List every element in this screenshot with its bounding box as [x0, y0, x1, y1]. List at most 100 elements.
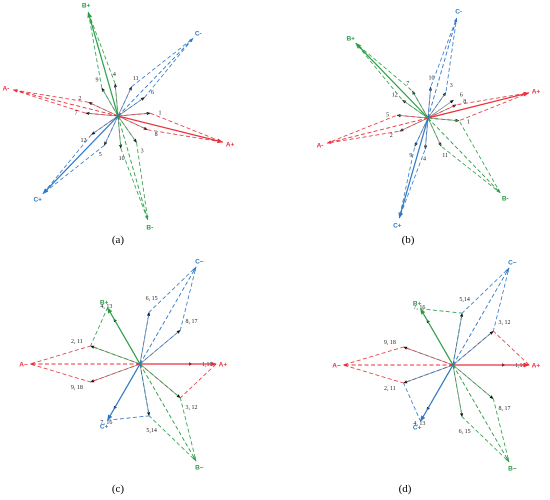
phase-C-dashed-path — [139, 266, 197, 365]
caption-d: (d) — [399, 483, 412, 495]
slot-label-7: 7 — [75, 110, 78, 116]
slot-label-6: 6, 15 — [146, 296, 158, 302]
phase-A-dashed-path — [139, 363, 217, 399]
phase-B-dashed-path — [355, 42, 429, 119]
phase-label-B: B- — [146, 225, 153, 232]
phase-label-B: B+ — [346, 35, 355, 42]
slot-label-8: 8 — [155, 132, 158, 138]
phase-B-dashed-path — [355, 42, 429, 119]
phase-resultant-B-minus — [117, 115, 149, 221]
phase-B-dashed-path — [452, 364, 510, 463]
caption-a: (a) — [112, 234, 125, 246]
phase-C-dashed-path — [427, 17, 458, 119]
slot-label-1: 1,10 — [202, 362, 213, 368]
phase-label-A: A+ — [226, 141, 235, 148]
phase-resultant-C-plus — [107, 363, 141, 421]
phase-resultant-A-plus — [427, 91, 530, 119]
phase-resultant-B-plus — [355, 42, 429, 119]
phase-label-C: C− — [195, 259, 204, 266]
slot-label-5: 5,14 — [459, 297, 470, 303]
phase-resultant-A-minus — [326, 117, 429, 144]
phase-C-dashed-path — [427, 17, 458, 119]
slot-label-10: 10 — [119, 156, 125, 162]
phase-label-A: A+ — [532, 363, 541, 370]
slot-label-1: 1,10 — [515, 363, 526, 369]
slot-label-3: 3, 12 — [185, 405, 197, 411]
phase-B-dashed-path — [427, 117, 501, 194]
phase-A-dashed-path — [343, 346, 454, 366]
phase-resultant-B-plus — [420, 308, 454, 366]
panel-d: 1,102, 113, 124, 135,146, 157, 168, 179,… — [332, 260, 540, 473]
phase-label-A: A− — [19, 362, 28, 369]
slot-label-6: 6 — [460, 93, 463, 99]
phase-A-dashed-path — [427, 92, 529, 119]
phase-A-dashed-path — [30, 363, 141, 383]
phase-resultant-B-minus — [427, 117, 501, 194]
slot-label-1: 1 — [158, 110, 161, 116]
phase-label-A: A+ — [532, 89, 541, 96]
slot-label-7: 7 — [406, 81, 409, 87]
slot-vector-6 — [427, 99, 454, 119]
slot-label-6: 6, 15 — [459, 429, 471, 435]
slot-label-6: 6 — [151, 90, 154, 96]
slot-label-8: 8 — [463, 99, 466, 105]
phase-resultant-C-minus — [452, 267, 510, 366]
phase-label-C: C− — [508, 260, 517, 267]
slot-label-8: 8, 17 — [498, 406, 510, 412]
slot-label-2: 2, 11 — [71, 339, 83, 345]
slot-label-9: 9, 18 — [71, 385, 83, 391]
phase-A-dashed-path — [326, 114, 429, 144]
phase-A-dashed-path — [343, 364, 454, 384]
slot-label-3: 3 — [450, 83, 453, 89]
slot-label-11: 11 — [133, 76, 139, 82]
phase-C-dashed-path — [402, 364, 454, 422]
slot-label-2: 2, 11 — [384, 386, 396, 392]
phase-resultant-C-minus — [117, 37, 194, 117]
phase-label-C: C- — [195, 30, 202, 37]
phase-resultant-C-plus — [398, 117, 429, 219]
phase-label-C: C+ — [413, 425, 422, 432]
slot-label-4: 4, 13 — [100, 304, 112, 310]
phase-resultant-C-minus — [427, 17, 458, 119]
slot-label-4: 4, 13 — [413, 421, 425, 427]
slot-label-8: 8, 17 — [185, 319, 197, 325]
slot-label-3: 3, 12 — [498, 320, 510, 326]
slot-label-5: 5,14 — [146, 428, 157, 434]
phase-C-dashed-path — [452, 267, 510, 366]
phase-B-dashed-path — [427, 117, 501, 194]
slot-label-9: 9 — [95, 78, 98, 84]
phase-resultant-C-minus — [139, 266, 197, 365]
panel-c: 1,10 2, 11 3, 12 4, 13 5,14 6, 15 7, 16 8, 17 9,… — [19, 259, 227, 472]
slot-label-12: 12 — [80, 138, 86, 144]
phase-label-C: C+ — [393, 222, 402, 229]
phase-B-dashed-path — [452, 364, 510, 463]
caption-b: (b) — [402, 234, 415, 246]
slot-label-12: 12 — [392, 93, 398, 99]
phase-B-dashed-path — [89, 307, 141, 365]
slot-label-3: 3 — [141, 149, 144, 155]
phase-C-dashed-path — [139, 266, 197, 365]
phase-resultant-B-plus — [87, 11, 119, 117]
slot-label-4: 4 — [113, 72, 116, 78]
phase-A-dashed-path — [30, 345, 141, 365]
phase-resultant-A-plus — [117, 115, 224, 144]
phase-B-dashed-path — [420, 308, 463, 366]
phase-label-C: C- — [455, 9, 462, 16]
slot-label-5: 5 — [386, 112, 389, 118]
slot-label-7: 7, 16 — [100, 420, 112, 426]
slot-label-4: 4 — [423, 156, 426, 162]
phase-label-B: B− — [508, 465, 517, 472]
phase-C-dashed-path — [452, 267, 510, 366]
phase-label-A: A− — [332, 363, 341, 370]
phase-A-dashed-path — [452, 330, 530, 366]
slot-label-9: 9, 18 — [384, 340, 396, 346]
slot-label-2: 2 — [78, 96, 81, 102]
phase-label-A: A- — [317, 142, 324, 149]
caption-c: (c) — [112, 483, 125, 495]
phase-label-B: B+ — [82, 2, 91, 9]
phase-resultant-B-minus — [452, 364, 510, 463]
phase-C-dashed-path — [398, 117, 429, 219]
phase-label-B: B− — [195, 464, 204, 471]
